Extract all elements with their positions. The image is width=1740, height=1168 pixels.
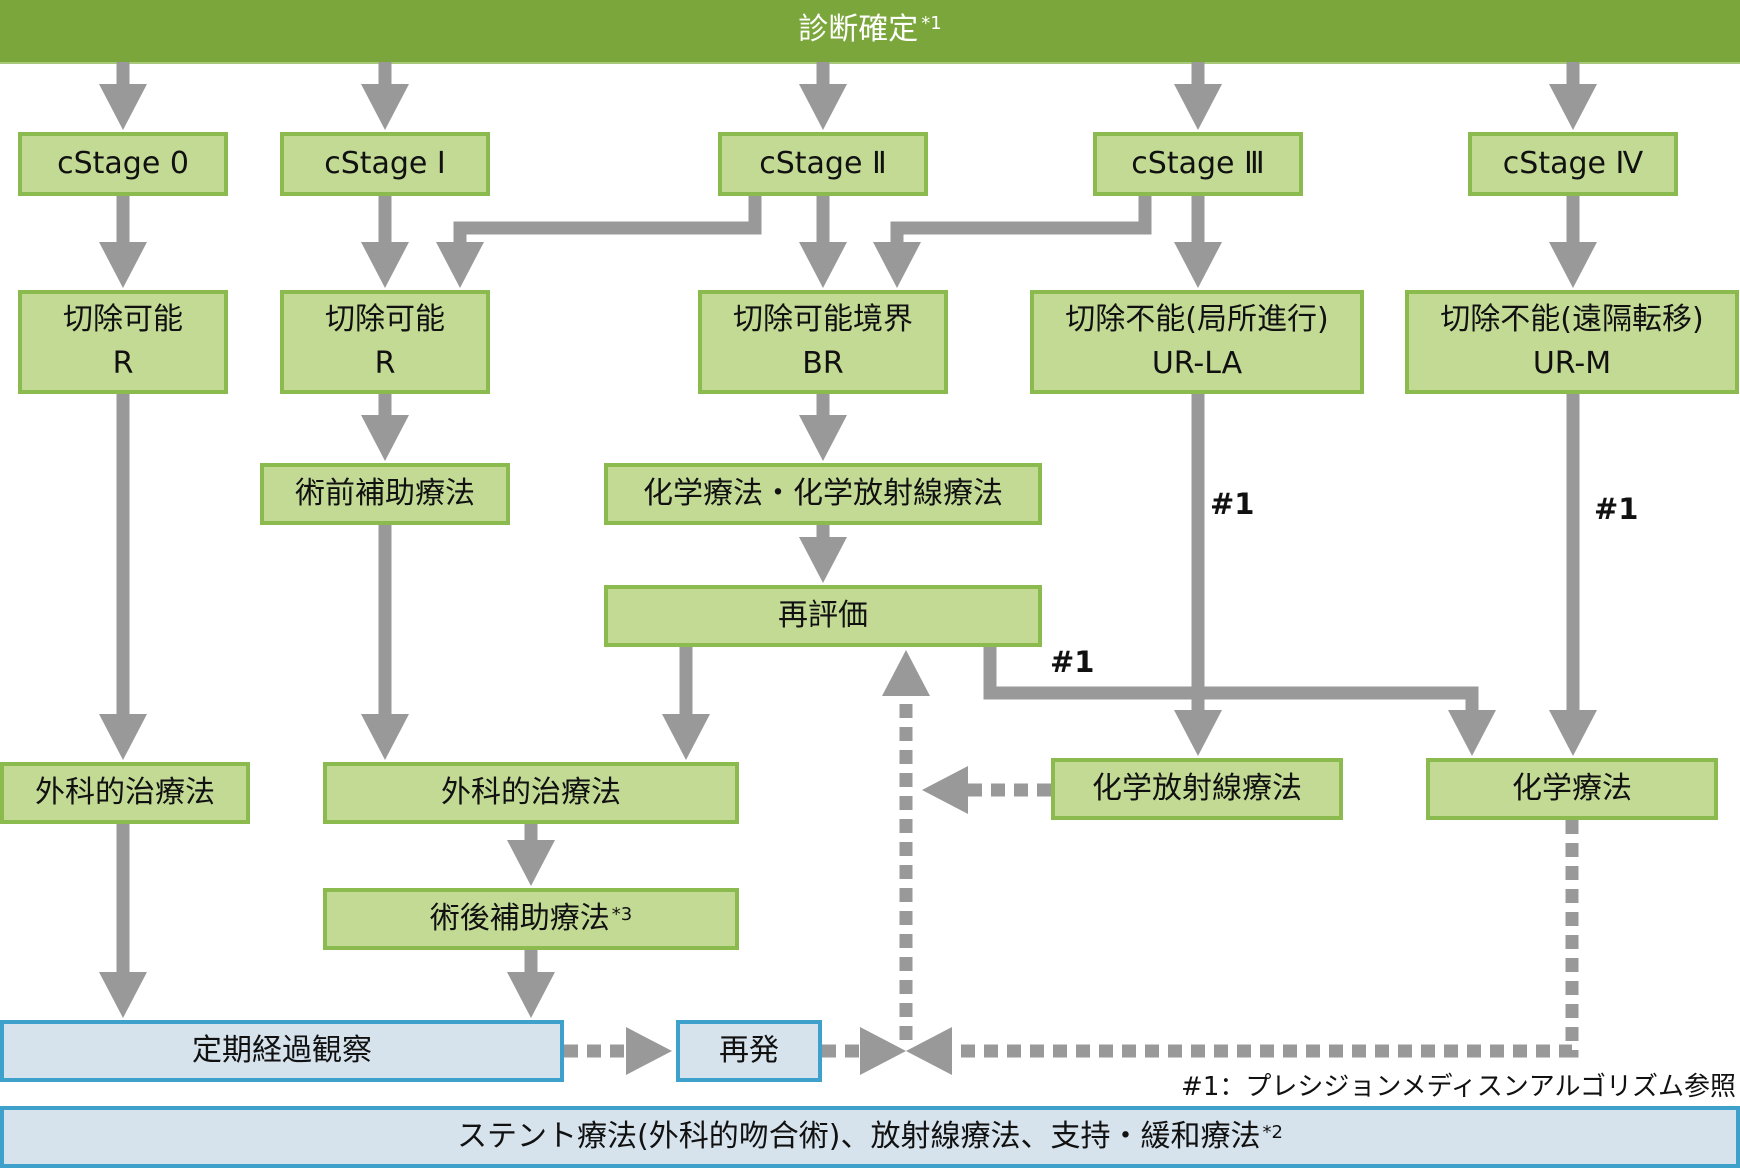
unresectable-locally-advanced-box: 切除不能(局所進行) UR-LA bbox=[1030, 290, 1364, 394]
arrow-stage2-to-resectable bbox=[453, 196, 762, 244]
surgery-label: 外科的治療法 bbox=[35, 775, 215, 810]
arrow-head bbox=[1448, 710, 1496, 756]
arrow-head bbox=[361, 84, 409, 130]
neoadjuvant-therapy-box: 術前補助療法 bbox=[260, 463, 510, 525]
arrow-head bbox=[99, 714, 147, 760]
arrow-head bbox=[860, 1027, 906, 1075]
ur-la-code: UR-LA bbox=[1151, 346, 1243, 381]
chemoradiation-label: 化学放射線療法 bbox=[1092, 771, 1302, 806]
borderline-label: 切除可能境界 bbox=[733, 302, 913, 337]
stage-1-box: cStage Ⅰ bbox=[280, 132, 490, 196]
resectable-label: 切除可能 bbox=[63, 302, 183, 337]
stage-2-label: cStage Ⅱ bbox=[759, 146, 887, 181]
arrow-head bbox=[1549, 710, 1597, 756]
arrow-head bbox=[436, 242, 484, 288]
arrow-head bbox=[1549, 84, 1597, 130]
arrow-head bbox=[799, 242, 847, 288]
unresectable-metastatic-box: 切除不能(遠隔転移) UR-M bbox=[1405, 290, 1739, 394]
arrow-head bbox=[626, 1027, 672, 1075]
arrow-head bbox=[507, 840, 555, 886]
stage-4-box: cStage Ⅳ bbox=[1468, 132, 1678, 196]
reevaluation-label: 再評価 bbox=[778, 598, 868, 633]
surgery-box-center: 外科的治療法 bbox=[323, 762, 739, 824]
chemotherapy-label: 化学療法 bbox=[1512, 771, 1632, 806]
neoadjuvant-label: 術前補助療法 bbox=[295, 476, 475, 511]
stage-0-label: cStage 0 bbox=[57, 146, 189, 181]
surgery-label: 外科的治療法 bbox=[441, 775, 621, 810]
arrow-head bbox=[1174, 710, 1222, 756]
palliative-care-text: ステント療法(外科的吻合術)、放射線療法、支持・緩和療法 bbox=[457, 1119, 1261, 1154]
resectable-code: R bbox=[374, 346, 396, 381]
stage-3-label: cStage Ⅲ bbox=[1131, 146, 1265, 181]
arrow-head bbox=[507, 972, 555, 1018]
chemo-chemoradiation-label: 化学療法・化学放射線療法 bbox=[643, 476, 1003, 511]
stage-3-box: cStage Ⅲ bbox=[1093, 132, 1303, 196]
footnote-precision-medicine: #1：プレシジョンメディスンアルゴリズム参照 bbox=[1181, 1072, 1736, 1102]
arrow-head bbox=[906, 1027, 952, 1075]
hash-label-reevaluation: #1 bbox=[1050, 645, 1095, 679]
stage-2-box: cStage Ⅱ bbox=[718, 132, 928, 196]
recurrence-box: 再発 bbox=[676, 1020, 822, 1082]
arrow-stage3-to-borderline bbox=[890, 196, 1152, 244]
regular-followup-box: 定期経過観察 bbox=[0, 1020, 564, 1082]
stage-4-label: cStage Ⅳ bbox=[1502, 146, 1644, 181]
header-note: *1 bbox=[921, 13, 942, 34]
ur-m-code: UR-M bbox=[1532, 346, 1612, 381]
stage-1-label: cStage Ⅰ bbox=[324, 146, 446, 181]
resectable-code: R bbox=[112, 346, 134, 381]
arrow-head bbox=[799, 415, 847, 461]
arrow-head bbox=[361, 415, 409, 461]
dashed-chemotherapy-to-junction bbox=[952, 820, 1579, 1058]
arrow-head bbox=[1549, 242, 1597, 288]
diagnosis-confirmed-header: 診断確定*1 bbox=[0, 0, 1740, 64]
arrow-head bbox=[662, 714, 710, 760]
arrow-head bbox=[922, 766, 968, 814]
surgery-box-left: 外科的治療法 bbox=[0, 762, 250, 824]
adjuvant-label: 術後補助療法 bbox=[429, 901, 610, 936]
resectable-box-stage0: 切除可能 R bbox=[18, 290, 228, 394]
arrow-head bbox=[99, 972, 147, 1018]
arrow-head bbox=[799, 84, 847, 130]
borderline-resectable-box: 切除可能境界 BR bbox=[698, 290, 948, 394]
adjuvant-note: *3 bbox=[611, 904, 633, 925]
hash-label-ur-m: #1 bbox=[1594, 492, 1639, 526]
arrow-head bbox=[99, 84, 147, 130]
palliative-care-note: *2 bbox=[1262, 1122, 1283, 1143]
header-title: 診断確定 bbox=[798, 12, 919, 47]
arrow-head bbox=[1174, 84, 1222, 130]
ur-m-label: 切除不能(遠隔転移) bbox=[1440, 302, 1704, 337]
resectable-box-stage1: 切除可能 R bbox=[280, 290, 490, 394]
arrow-head bbox=[799, 537, 847, 583]
followup-label: 定期経過観察 bbox=[192, 1033, 372, 1068]
resectable-label: 切除可能 bbox=[325, 302, 445, 337]
arrow-head bbox=[1174, 242, 1222, 288]
hash-label-ur-la: #1 bbox=[1210, 487, 1255, 521]
chemoradiation-box: 化学放射線療法 bbox=[1051, 758, 1343, 820]
chemo-chemoradiation-box: 化学療法・化学放射線療法 bbox=[604, 463, 1042, 525]
arrow-head bbox=[873, 242, 921, 288]
adjuvant-therapy-box: 術後補助療法*3 bbox=[323, 888, 739, 950]
palliative-care-bar: ステント療法(外科的吻合術)、放射線療法、支持・緩和療法*2 bbox=[0, 1106, 1740, 1168]
arrow-head bbox=[99, 242, 147, 288]
arrow-head bbox=[361, 242, 409, 288]
borderline-code: BR bbox=[802, 346, 844, 381]
ur-la-label: 切除不能(局所進行) bbox=[1065, 302, 1329, 337]
arrow-reevaluation-to-chemotherapy bbox=[983, 647, 1479, 712]
arrow-head bbox=[361, 714, 409, 760]
stage-0-box: cStage 0 bbox=[18, 132, 228, 196]
recurrence-label: 再発 bbox=[719, 1033, 779, 1068]
reevaluation-box: 再評価 bbox=[604, 585, 1042, 647]
chemotherapy-box: 化学療法 bbox=[1426, 758, 1718, 820]
arrow-head bbox=[882, 650, 930, 696]
